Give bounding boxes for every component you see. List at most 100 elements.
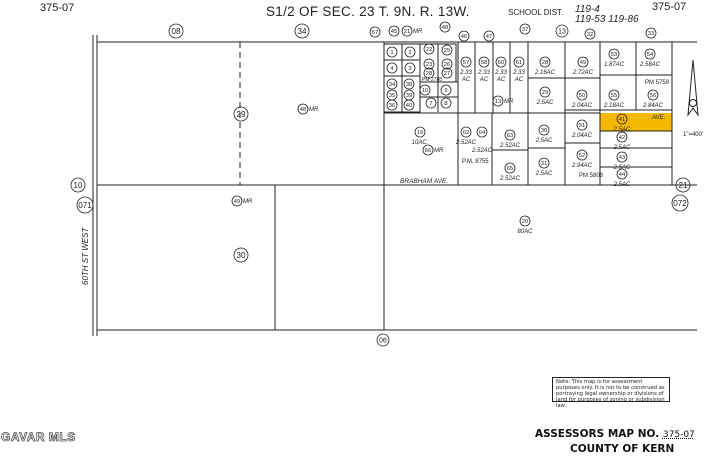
parcel-label[interactable]: 492.72AC	[572, 56, 594, 76]
parcel-label[interactable]: 21	[675, 177, 691, 193]
parcel-label[interactable]: 8	[440, 97, 452, 109]
parcel-label[interactable]: 08	[168, 23, 184, 39]
parcel-acreage-line: 2.33	[477, 70, 490, 76]
parcel-label[interactable]: 45	[388, 25, 400, 37]
parcel-label[interactable]: 23	[423, 58, 435, 70]
parcel-label[interactable]: 432.5AC	[613, 151, 631, 171]
parcel-label[interactable]: 06	[376, 333, 390, 347]
parcel-number: 23	[426, 62, 432, 68]
school-district-2: 119-53 119-86	[575, 14, 639, 25]
parcel-label[interactable]: 39	[403, 89, 415, 101]
parcel-acreage: 2.5AC	[536, 100, 554, 106]
parcel-number: 61	[516, 60, 522, 66]
parcel-label[interactable]: 302.5AC	[535, 124, 553, 144]
parcel-number-circle	[403, 99, 415, 111]
parcel-acreage: MR	[309, 107, 319, 113]
parcel-label[interactable]: 7	[425, 97, 437, 109]
parcel-label[interactable]: 67	[369, 26, 381, 38]
parcel-label[interactable]: 2	[404, 46, 416, 58]
parcel-label[interactable]: 38	[403, 78, 415, 90]
parcel-label[interactable]: 4	[386, 62, 398, 74]
parcel-label[interactable]: 562.84AC	[642, 89, 664, 109]
parcel-label[interactable]: 282.16AC	[534, 56, 556, 76]
parcel-label[interactable]: 28	[423, 67, 435, 79]
parcel-number-circle	[369, 26, 381, 38]
parcel-number-circle	[294, 23, 310, 39]
parcel-label[interactable]: 10	[419, 84, 431, 96]
parcel-label[interactable]: 552.18AC	[603, 89, 625, 109]
parcel-number: 29	[237, 110, 246, 119]
parcel-label[interactable]: 502.04AC	[571, 89, 593, 109]
parcel-label[interactable]: 632.52AC	[499, 129, 521, 149]
parcel-label[interactable]: 37	[519, 23, 531, 35]
parcel-label[interactable]: 542.58AC	[639, 48, 661, 68]
parcel-label[interactable]: 531.87AC	[604, 48, 625, 68]
parcel-label[interactable]: 13	[555, 24, 569, 38]
parcel-label[interactable]: 9	[440, 84, 452, 96]
parcel-number-circle	[478, 56, 490, 68]
parcel-label[interactable]: 512.04AC	[571, 119, 593, 139]
parcel-number-circle	[577, 56, 589, 68]
parcel-label[interactable]: 312.5AC	[535, 157, 553, 177]
parcel-label[interactable]: 27	[441, 67, 453, 79]
parcel-label[interactable]: 29 2.5AC	[536, 86, 554, 106]
parcel-label[interactable]: 46	[458, 30, 470, 42]
parcel-label[interactable]: 34	[386, 78, 398, 90]
plat-map-5759: PM 5759	[645, 80, 670, 86]
parcel-number-circle	[519, 215, 531, 227]
parcel-label[interactable]: 412.5AC	[613, 113, 631, 133]
parcel-acreage: 1.87AC	[604, 62, 625, 68]
parcel-label[interactable]: 10	[70, 177, 86, 193]
parcel-number: 49	[580, 60, 586, 66]
parcel-number-circle	[70, 177, 86, 193]
parcel-label[interactable]: 442.5AC	[613, 168, 631, 188]
plat-map-2788: PM 2788	[422, 77, 442, 83]
parcel-label[interactable]: 25	[441, 44, 453, 56]
parcel-label[interactable]: 1	[386, 46, 398, 58]
parcel-number-circle	[386, 62, 398, 74]
parcel-label[interactable]: 071	[76, 196, 94, 214]
parcel-number: 26	[444, 62, 450, 68]
parcel-number-circle	[539, 86, 551, 98]
parcel-number-circle	[376, 333, 390, 347]
parcel-label[interactable]: 652.52AC	[499, 162, 521, 182]
parcel-label[interactable]: 40	[403, 99, 415, 111]
parcel-label[interactable]: 30	[233, 247, 249, 263]
parcel-label[interactable]: 422.5AC	[613, 131, 631, 151]
parcel-number-circle	[504, 129, 516, 141]
highlighted-parcel[interactable]	[600, 113, 672, 131]
parcel-label[interactable]: 47	[483, 30, 495, 42]
parcel-label[interactable]: 3	[404, 62, 416, 74]
parcel-number: 29	[542, 90, 548, 96]
parcel-label[interactable]: 48	[439, 21, 451, 33]
parcel-number-circle	[538, 157, 550, 169]
parcel-number-circle	[441, 67, 453, 79]
parcel-label[interactable]: 22	[423, 43, 435, 55]
parcel-label[interactable]: 32	[584, 28, 596, 40]
parcel-label[interactable]: 642.52AC	[471, 126, 493, 154]
parcel-label[interactable]: 26	[441, 58, 453, 70]
plat-map-8755: P.M. 8755	[462, 159, 489, 165]
parcel-label[interactable]: 29	[233, 106, 249, 122]
parcel-label[interactable]: 34	[294, 23, 310, 39]
parcel-number-circle	[231, 195, 243, 207]
parcel-label[interactable]: 622.52AC	[455, 126, 477, 146]
parcel-label[interactable]: 072	[671, 194, 689, 212]
parcel-number: 3	[408, 66, 411, 72]
parcel-label[interactable]: 33	[645, 27, 657, 39]
parcel-label[interactable]: 35	[386, 89, 398, 101]
parcel-label[interactable]: 36	[386, 99, 398, 111]
parcel-label[interactable]: 522.94AC	[571, 149, 593, 169]
